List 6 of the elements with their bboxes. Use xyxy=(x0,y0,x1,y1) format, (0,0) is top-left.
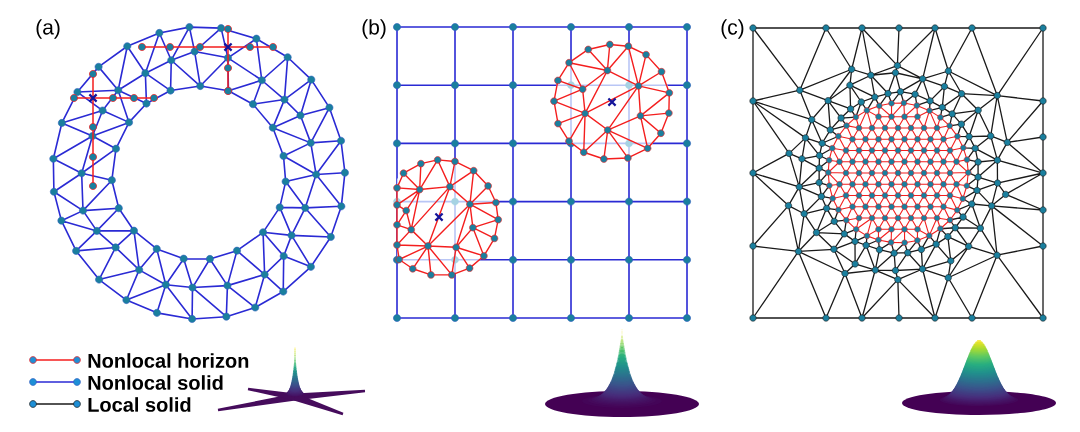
legend-text: Local solid xyxy=(88,397,191,412)
legend-text: Nonlocal solid xyxy=(88,375,223,390)
panel-label: (c) xyxy=(721,19,744,39)
panel-label: (a) xyxy=(36,19,60,39)
legend-text: Nonlocal horizon xyxy=(88,353,249,368)
panel-label: (b) xyxy=(362,19,386,39)
